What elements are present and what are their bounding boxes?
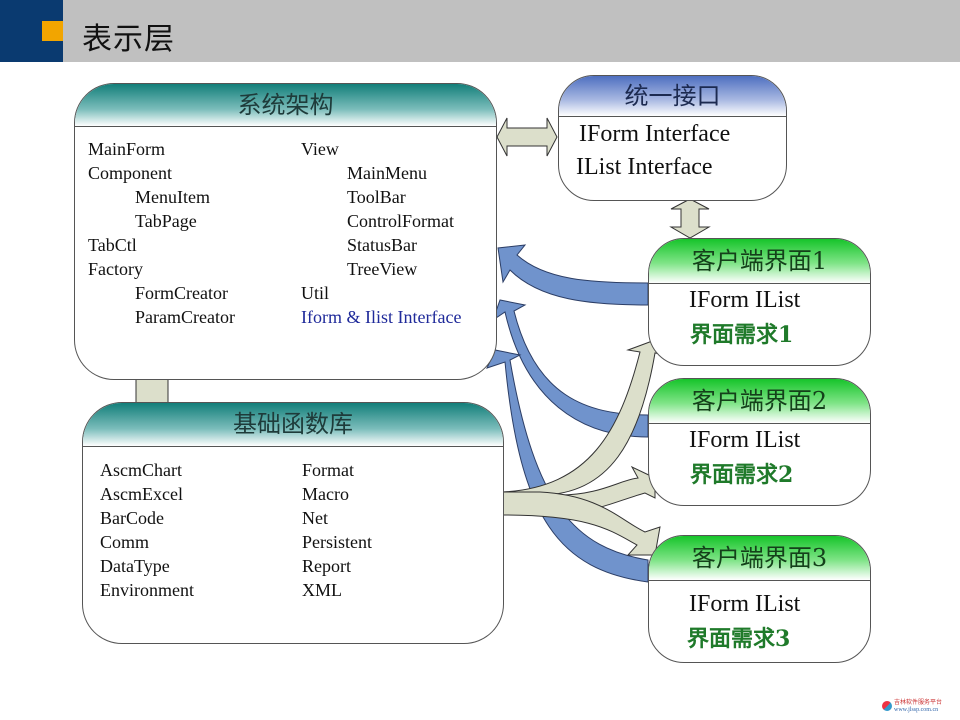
client-box-2: 客户端界面2 IForm IList 界面需求2 xyxy=(648,378,871,506)
client-requirement: 界面需求1 xyxy=(690,322,794,348)
module-item: View xyxy=(301,139,339,159)
library-item: AscmExcel xyxy=(100,484,183,504)
system-architecture-box: 系统架构 MainForm Component MenuItem TabPage… xyxy=(74,83,497,380)
base-library-title: 基础函数库 xyxy=(83,403,503,447)
client-box-3: 客户端界面3 IForm IList 界面需求3 xyxy=(648,535,871,663)
module-item: MainForm xyxy=(88,139,166,159)
base-library-box: 基础函数库 AscmChart AscmExcel BarCode Comm D… xyxy=(82,402,504,644)
library-item: BarCode xyxy=(100,508,164,528)
library-item: DataType xyxy=(100,556,170,576)
library-item: Persistent xyxy=(302,532,372,552)
unified-interface-box: 统一接口 IForm Interface IList Interface xyxy=(558,75,787,201)
client-title: 客户端界面1 xyxy=(649,239,870,284)
library-item: Format xyxy=(302,460,354,480)
interface-item: IForm Interface xyxy=(579,121,731,147)
system-architecture-title: 系统架构 xyxy=(75,84,496,127)
library-item: Macro xyxy=(302,484,349,504)
watermark: 吉林软件服务平台 www.jlssp.com.cn xyxy=(894,700,942,714)
module-item: MainMenu xyxy=(347,163,427,183)
client-requirement: 界面需求2 xyxy=(690,462,794,488)
arrow-interface-client1-bidirectional xyxy=(669,198,711,239)
client-interfaces: IForm IList xyxy=(689,287,801,313)
client-title: 客户端界面2 xyxy=(649,379,870,424)
client-interfaces: IForm IList xyxy=(689,591,801,617)
interface-item: IList Interface xyxy=(576,154,713,180)
slide-header: 表示层 xyxy=(0,0,960,62)
module-item: TabCtl xyxy=(88,235,137,255)
library-item: XML xyxy=(302,580,342,600)
module-item: TreeView xyxy=(347,259,418,279)
client-requirement: 界面需求3 xyxy=(687,626,791,652)
arrow-system-interface-bidirectional xyxy=(496,117,558,157)
header-accent-square xyxy=(42,21,63,41)
module-item: MenuItem xyxy=(135,187,210,207)
unified-interface-title: 统一接口 xyxy=(559,76,786,117)
arrow-library-to-client3 xyxy=(501,491,661,556)
slide-title: 表示层 xyxy=(82,22,175,57)
module-item: ParamCreator xyxy=(135,307,235,327)
library-item: AscmChart xyxy=(100,460,182,480)
watermark-logo-icon xyxy=(882,701,892,711)
watermark-line2: www.jlssp.com.cn xyxy=(894,707,939,713)
library-item: Environment xyxy=(100,580,194,600)
client-interfaces: IForm IList xyxy=(689,427,801,453)
library-item: Comm xyxy=(100,532,150,552)
module-item: StatusBar xyxy=(347,235,417,255)
module-item: ToolBar xyxy=(347,187,406,207)
module-item: Factory xyxy=(88,259,143,279)
module-item: ControlFormat xyxy=(347,211,454,231)
module-item: FormCreator xyxy=(135,283,228,303)
client-title: 客户端界面3 xyxy=(649,536,870,581)
library-item: Net xyxy=(302,508,328,528)
client-box-1: 客户端界面1 IForm IList 界面需求1 xyxy=(648,238,871,366)
arrow-client1-to-system xyxy=(497,244,649,306)
arrow-client3-to-system xyxy=(486,349,649,583)
watermark-line1: 吉林软件服务平台 xyxy=(894,700,943,706)
module-item: Component xyxy=(88,163,172,183)
interface-module-item: Iform & Ilist Interface xyxy=(301,307,462,327)
library-item: Report xyxy=(302,556,351,576)
module-item: TabPage xyxy=(135,211,197,231)
module-item: Util xyxy=(301,283,330,303)
